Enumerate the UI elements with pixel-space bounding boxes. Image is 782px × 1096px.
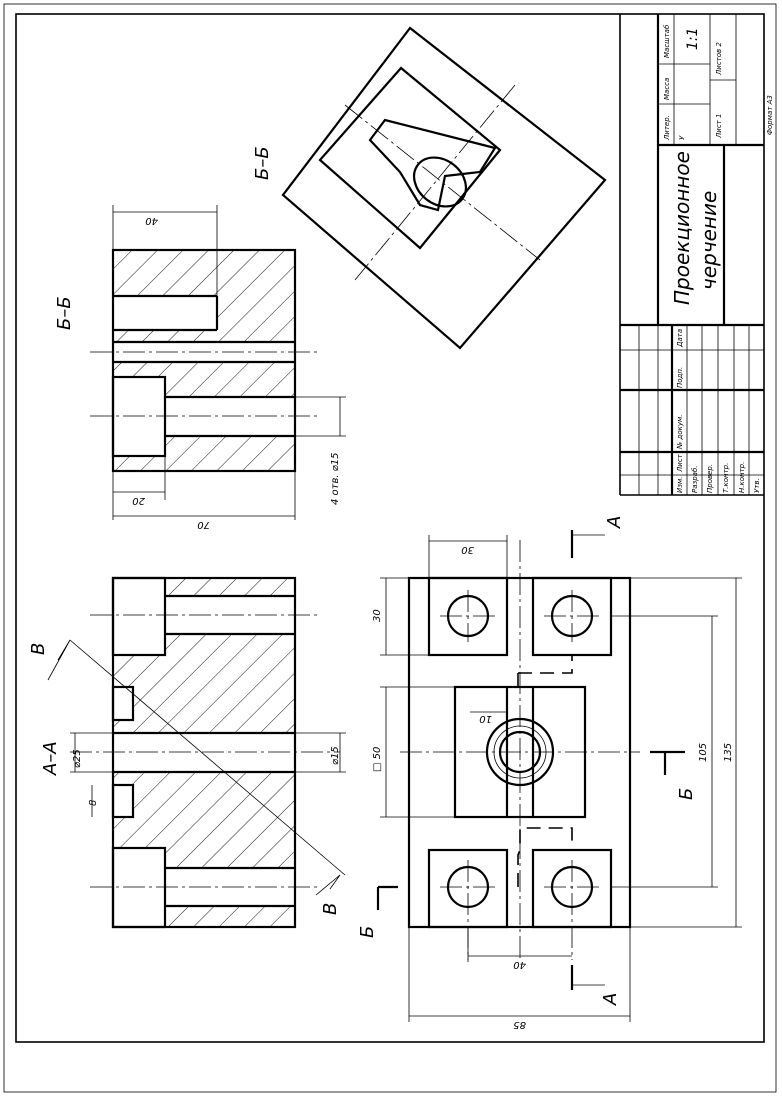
scale-label: Масштаб: [663, 24, 671, 58]
dim-holes-b: 4 отв. ⌀15: [330, 453, 341, 505]
sheet-border: [3, 3, 777, 1093]
cut-label-b-right: Б: [676, 788, 697, 800]
drawing-title-line1: Проекционное: [670, 151, 694, 305]
dim-10: 10: [479, 713, 492, 724]
title-block: Проекционное черчение 1:1 Литер. Масса М…: [619, 14, 774, 496]
dim-sq50: □ 50: [372, 747, 383, 772]
section-label-bb-top: Б–Б: [252, 146, 273, 180]
mass-label: Масса: [663, 78, 671, 100]
dim-30-left: 30: [372, 609, 383, 622]
cut-label-v-top: В: [28, 643, 49, 655]
section-aa-view: В В ⌀25 ⌀15 8 А–А: [28, 576, 346, 929]
dim-105: 105: [698, 743, 709, 762]
lit-label: Литер.: [663, 115, 671, 141]
section-label-bb-left: Б–Б: [54, 296, 75, 330]
top-view: Б Б А А 30 30 □ 50 10 105 135 40: [357, 516, 742, 1030]
row-label-izm: Изм.: [676, 477, 684, 493]
dim-d15: ⌀15: [330, 746, 341, 765]
row-label-date: Дата: [676, 329, 684, 348]
dim-135: 135: [723, 743, 734, 762]
dim-40-top: 40: [145, 215, 158, 226]
row-label-sign: Подп.: [676, 367, 684, 388]
format-label: Формат А3: [766, 95, 774, 135]
sheets-label: Листов 2: [715, 42, 723, 76]
scale-value: 1:1: [685, 27, 701, 50]
cut-label-a-top: А: [604, 516, 625, 529]
dim-40-bottom: 40: [513, 959, 526, 970]
section-bb-rotated: Б–Б: [252, 26, 607, 350]
section-bb-view: 40 20 70 4 отв. ⌀15 Б–Б: [54, 205, 346, 530]
dim-70: 70: [197, 519, 210, 530]
cut-label-v-bottom: В: [320, 903, 341, 915]
drawing-frame: [15, 13, 765, 1043]
role-utv: Утв.: [753, 478, 761, 493]
row-label-list: Лист: [676, 453, 684, 473]
dim-85: 85: [513, 1019, 526, 1030]
drawing-title-line2: черчение: [697, 191, 721, 290]
role-razrab: Разраб.: [691, 465, 699, 493]
role-nkontr: Н.контр.: [738, 462, 746, 493]
sheet-label: Лист 1: [715, 114, 723, 139]
dim-30-top: 30: [461, 544, 474, 555]
role-prover: Провер.: [706, 464, 714, 493]
dim-20: 20: [132, 495, 145, 506]
dim-8: 8: [88, 800, 99, 806]
role-tkontr: Т.контр.: [722, 463, 730, 493]
cut-label-a-bottom: А: [600, 993, 621, 1006]
cut-label-b-left: Б: [357, 926, 378, 938]
dim-d25: ⌀25: [72, 749, 83, 768]
lit-value: У: [678, 135, 686, 140]
row-label-docnum: № докум.: [676, 414, 684, 450]
section-label-aa: А–А: [40, 741, 61, 776]
